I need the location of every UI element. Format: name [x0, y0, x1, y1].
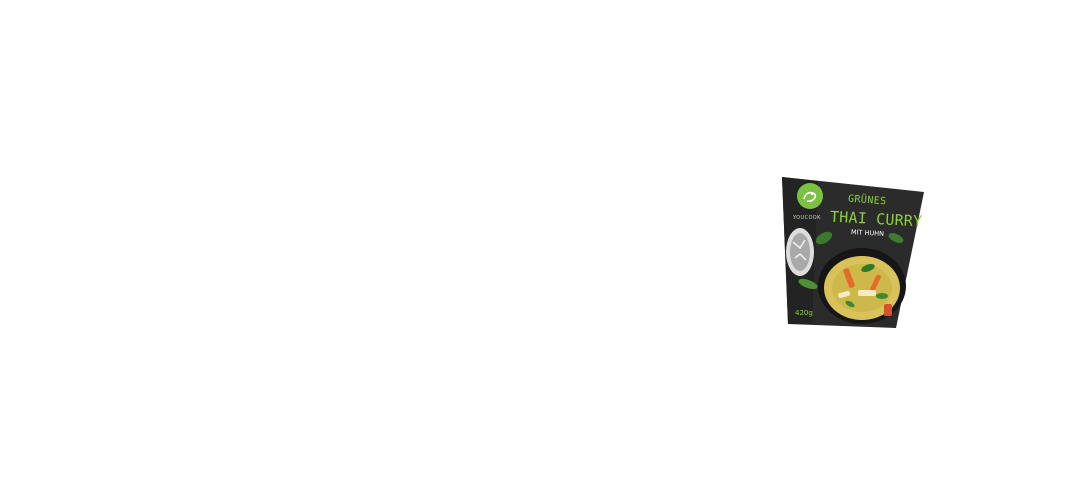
curry-bowl-image — [818, 248, 906, 324]
rice-bowl-image — [786, 228, 814, 276]
product-subtitle: MIT HUHN — [850, 228, 885, 238]
brand-name: YOUCOOK — [793, 215, 821, 221]
package-artwork — [782, 177, 924, 328]
chef-head-logo-icon — [797, 183, 823, 209]
net-weight: 420g — [795, 309, 813, 317]
thai-curry-package: YOUCOOK GRÜNES THAI CURRY MIT HUHN 420g — [778, 172, 928, 332]
basil-leaves-image — [798, 231, 904, 290]
